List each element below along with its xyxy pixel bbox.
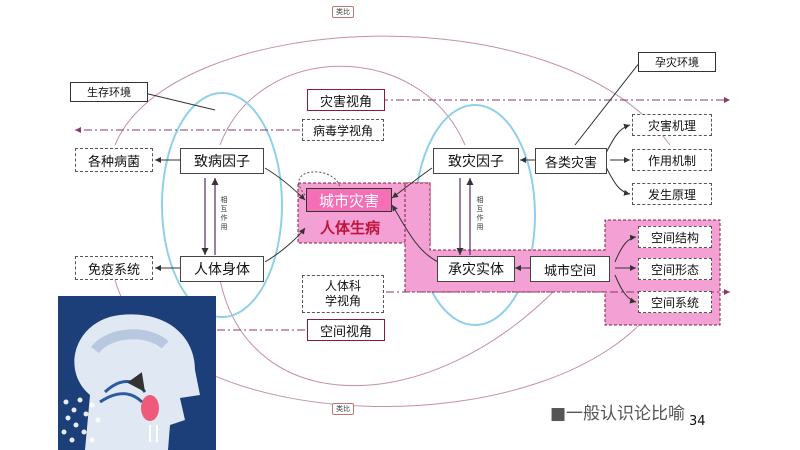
- page-number: 34: [689, 414, 706, 429]
- node-disaster-factor: 致灾因子: [433, 148, 519, 174]
- node-urban-space: 城市空间: [530, 256, 610, 282]
- node-space-system: 空间系统: [638, 291, 712, 313]
- node-city-disaster: 城市灾害: [306, 188, 392, 212]
- mutual-interaction-left: 相 互 作 用: [220, 196, 228, 231]
- node-human-body: 人体身体: [180, 256, 264, 282]
- callout-survival-environment: 生存环境: [70, 82, 148, 102]
- node-space-structure: 空间结构: [638, 226, 712, 248]
- view-human-science: 人体科 学视角: [302, 275, 384, 313]
- node-germs: 各种病菌: [75, 148, 153, 172]
- view-space: 空间视角: [307, 319, 385, 341]
- node-pathogen: 致病因子: [180, 148, 264, 174]
- node-immune-system: 免疫系统: [75, 256, 153, 280]
- analogy-label-top: 类比: [332, 6, 354, 18]
- mutual-interaction-right: 相 互 作 用: [476, 196, 484, 231]
- analogy-label-bottom: 类比: [332, 403, 354, 415]
- pink-region-right: [404, 182, 721, 326]
- view-virology: 病毒学视角: [302, 119, 384, 141]
- node-hazard-body: 承灾实体: [437, 256, 515, 282]
- node-disaster-mechanism: 灾害机理: [632, 114, 712, 136]
- analogy-arc-top: [114, 35, 671, 146]
- node-human-disease: 人体生病: [319, 218, 380, 237]
- node-occurrence-principle: 发生原理: [632, 183, 712, 205]
- ellipse-left: [161, 92, 283, 318]
- view-disaster: 灾害视角: [307, 89, 385, 111]
- throat-icon: [141, 395, 159, 421]
- node-various-disasters: 各类灾害: [535, 148, 607, 174]
- node-action-mechanism: 作用机制: [632, 149, 712, 171]
- footer-title: ■一般认识论比喻: [550, 404, 686, 424]
- callout-disaster-environment: 孕灾环境: [638, 52, 716, 72]
- node-space-form: 空间形态: [638, 258, 712, 280]
